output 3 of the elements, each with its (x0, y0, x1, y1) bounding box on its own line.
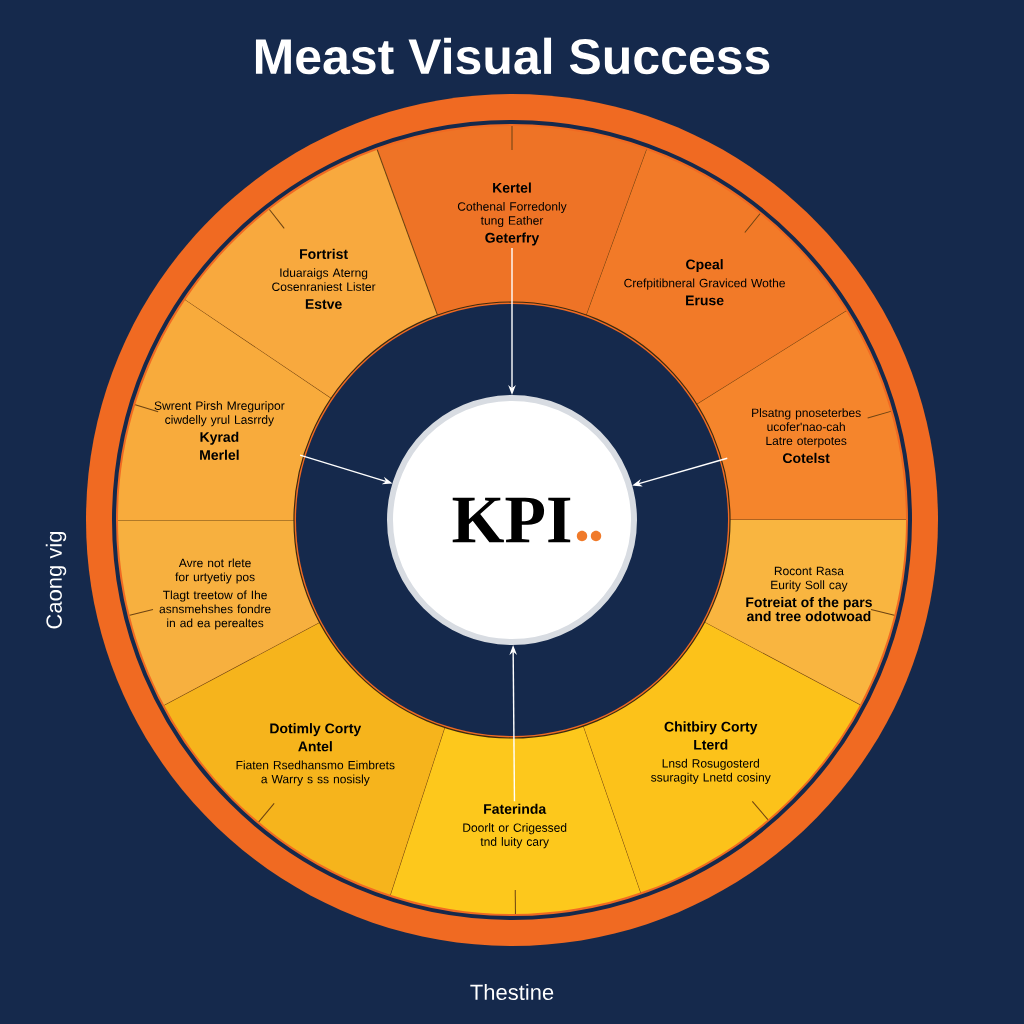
side-label: Thestine (470, 983, 554, 1001)
title: Meast Visual Success (255, 37, 770, 75)
side-label: Caong vig (45, 531, 67, 629)
